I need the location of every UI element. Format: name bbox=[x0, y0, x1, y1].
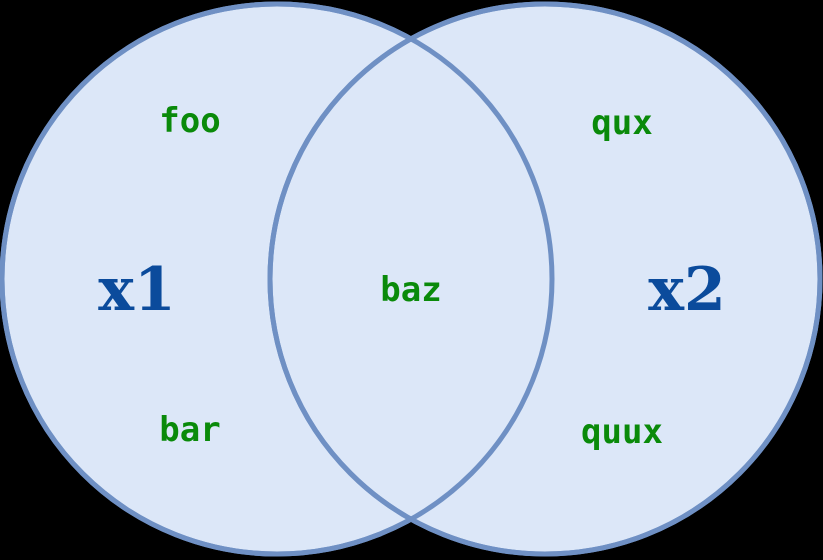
set-circle-x2[interactable] bbox=[267, 1, 823, 557]
set-circle-x1-outline bbox=[0, 1, 555, 557]
set-circle-x2-outline bbox=[267, 1, 823, 557]
